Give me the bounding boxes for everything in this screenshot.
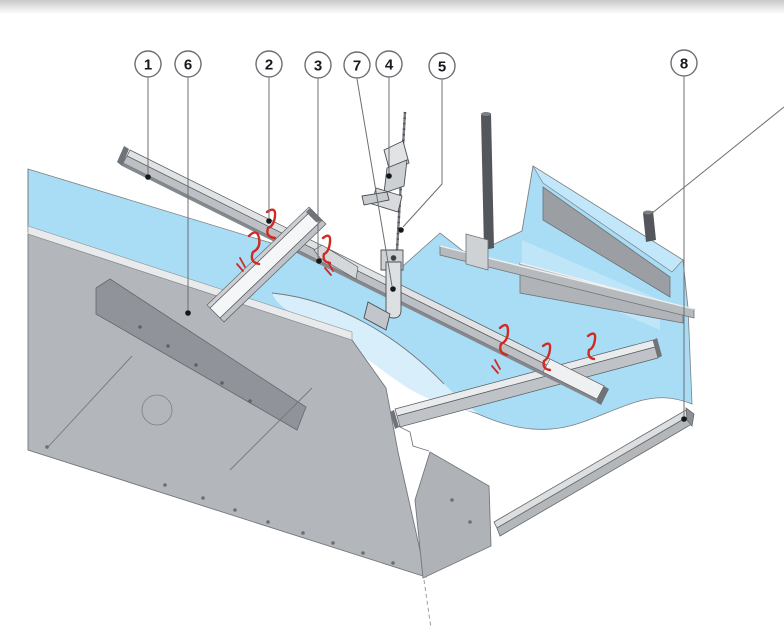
quick-hanger-clip: [361, 140, 410, 213]
rod-top-cap: [643, 210, 653, 215]
callout-circle: [375, 50, 403, 78]
joint-backing-strip: [95, 278, 307, 431]
callout-circle: [134, 50, 162, 78]
leader-line: [356, 78, 393, 287]
rod-body: [481, 113, 494, 250]
angle-end-upstand: [685, 407, 695, 427]
leader-dot: [386, 173, 392, 179]
cut-line-dashed: [423, 579, 432, 629]
leader-dot: [145, 174, 151, 180]
furring-channel-left: [206, 206, 327, 323]
leader-dot: [266, 218, 272, 224]
callout-number: 3: [314, 57, 322, 74]
callout-annotations: 1 6 2 3 7 4 5 8: [134, 49, 784, 422]
channel-open-end: [306, 208, 323, 222]
callout-6: 6: [174, 50, 202, 316]
carrying-channel: [117, 146, 609, 405]
callout-2: 2: [255, 50, 283, 224]
board-screws-right: [450, 498, 472, 524]
plasterboard-layer: [27, 225, 492, 629]
channel-side-face: [219, 219, 327, 323]
channel-open-end: [596, 386, 609, 405]
plasterboard-right: [414, 451, 492, 579]
beam-box-top-band: [532, 165, 684, 273]
callout-circle: [255, 50, 283, 78]
hanger-rod-short: [643, 211, 656, 242]
wire-clip: [586, 332, 597, 361]
wire-clip: [498, 323, 510, 357]
break-line-arc: [271, 292, 445, 385]
callout-number: 7: [353, 57, 361, 74]
angle-front-face: [496, 415, 693, 537]
board-seam: [47, 355, 133, 448]
callout-number: 6: [184, 56, 192, 73]
channel-end-cut: [390, 410, 399, 429]
callout-number: 4: [385, 56, 394, 73]
bracket-foot: [363, 301, 391, 331]
leader-dot: [390, 286, 396, 292]
strip-screws: [138, 325, 252, 403]
callout-number: 5: [438, 58, 446, 75]
callout-7: 7: [343, 51, 396, 292]
wire-clips: [236, 208, 597, 374]
callout-circle: [343, 51, 371, 79]
clip-hook: [491, 359, 501, 374]
wire-clip: [247, 231, 261, 266]
channel-open-end: [117, 146, 129, 166]
callout-number: 2: [265, 56, 273, 73]
board-screws: [45, 445, 395, 565]
page-top-shadow: [0, 0, 784, 14]
callout-circle: [428, 52, 456, 80]
callout-circle: [174, 50, 202, 78]
angle-upstand: [465, 233, 489, 271]
board-seam: [229, 387, 313, 471]
callout-number: 8: [680, 55, 688, 72]
leader-dot: [681, 416, 687, 422]
wire-clip: [541, 342, 552, 372]
leader-dot: [398, 227, 404, 233]
board-step-cut: [393, 423, 430, 452]
perimeter-angle: [493, 407, 695, 537]
rod-top-cap: [481, 112, 491, 116]
strip-notch-cutout: [141, 394, 173, 426]
callout-8: 8: [670, 49, 698, 422]
offpage-leader-line: [650, 106, 784, 215]
wire-clip: [321, 234, 332, 265]
clip-wing: [361, 191, 390, 206]
clip-plate-mid: [383, 159, 408, 194]
leader-line: [402, 80, 443, 228]
wire-clip: [265, 208, 277, 240]
edge-angle-under-beam: [439, 233, 695, 319]
hanger-rod-tall: [481, 112, 494, 250]
callout-circle: [670, 49, 698, 77]
callout-circle: [304, 51, 332, 79]
clip-hook: [236, 257, 246, 272]
callout-4: 4: [375, 50, 403, 179]
channel-bottom-lip: [122, 163, 597, 402]
hanger-assembly: [361, 111, 410, 331]
callout-3: 3: [304, 51, 332, 264]
clip-hook: [324, 261, 334, 276]
leader-dot: [185, 310, 191, 316]
leader-dot: [316, 258, 322, 264]
callout-5: 5: [398, 52, 456, 233]
hanger-wire-thread: [394, 111, 407, 269]
callout-number: 1: [144, 56, 152, 73]
channel-end-cut: [653, 338, 662, 358]
callout-1: 1: [134, 50, 162, 180]
bracket-eyelet: [390, 255, 397, 261]
beam-inner-panel: [542, 186, 671, 298]
